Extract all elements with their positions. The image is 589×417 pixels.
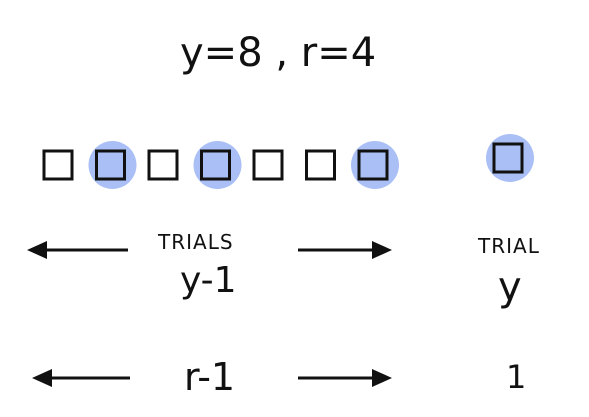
square-box-icon xyxy=(492,142,524,174)
successes-span-arrow xyxy=(32,369,392,387)
trial-2 xyxy=(88,141,137,189)
successes-before-label: r-1 xyxy=(184,355,235,399)
trial-7 xyxy=(351,141,399,189)
arrow-left-head-icon xyxy=(27,241,47,259)
last-trial xyxy=(486,134,534,182)
trial-5 xyxy=(252,149,284,181)
trial-index-label: y xyxy=(498,264,522,310)
trial-4 xyxy=(193,141,242,189)
square-box-icon xyxy=(200,149,231,181)
arrow-right-head-icon xyxy=(372,241,392,259)
trial-word-label: TRIAL xyxy=(477,234,540,258)
trial-1 xyxy=(42,149,74,181)
trial-last xyxy=(486,134,534,182)
header-equation: y=8 , r=4 xyxy=(180,30,376,76)
trial-6 xyxy=(305,149,336,181)
square-box-icon xyxy=(147,149,179,181)
trial-3 xyxy=(147,149,179,181)
trials-span-arrow xyxy=(27,241,392,259)
trial-row xyxy=(42,141,399,189)
square-box-icon xyxy=(305,149,336,181)
trials-count-label: y-1 xyxy=(180,260,237,301)
successes-last-label: 1 xyxy=(506,358,526,396)
square-box-icon xyxy=(95,149,126,181)
square-box-icon xyxy=(252,149,284,181)
arrow-left-head-icon xyxy=(32,369,52,387)
trials-word-label: TRIALS xyxy=(157,230,234,254)
arrow-right-head-icon xyxy=(372,369,392,387)
square-box-icon xyxy=(42,149,74,181)
square-box-icon xyxy=(357,149,389,181)
